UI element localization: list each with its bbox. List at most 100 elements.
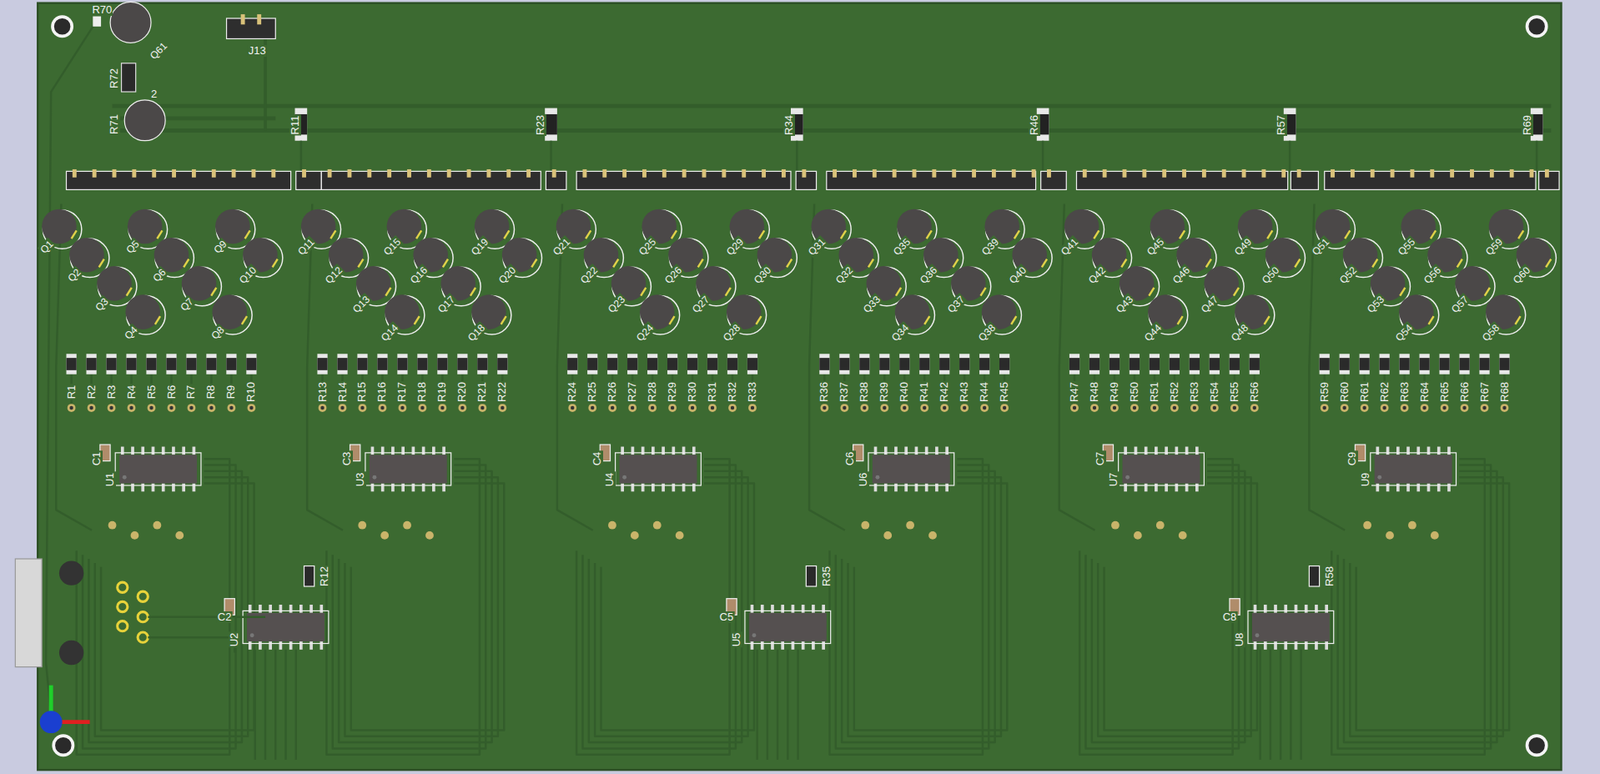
ic-outline [744,610,831,644]
header-pin [151,169,156,178]
resistor-body [105,357,116,371]
resistor-body [879,357,890,371]
transistor-flat [416,230,422,239]
reference-designator: R10 [245,381,257,403]
ic-pin [1416,483,1420,493]
header-pin [271,169,276,178]
via [340,406,344,410]
transistor-flat [640,287,646,297]
header-pin [1202,169,1207,178]
via [229,406,233,410]
mounting-hole [1528,737,1545,755]
reference-designator: R25 [586,381,599,403]
via [960,403,969,413]
ic-pin [692,447,696,456]
header-pin [1082,169,1087,178]
ic-pin [821,641,826,650]
reference-designator: Q31 [805,235,828,258]
ic-pin [760,604,765,614]
ic-pin [248,604,252,614]
transistor-flat [211,287,217,297]
resistor-body [357,357,368,371]
pcb-trace [841,471,995,743]
reference-designator: C1 [90,451,103,468]
reference-designator: R18 [416,381,428,403]
via [380,406,384,410]
via [1420,403,1429,413]
ic-pin [319,641,323,650]
resistor-body [1438,353,1450,374]
ic-pin [442,447,446,456]
header-pin [347,169,353,178]
reference-designator: Q16 [407,264,430,287]
via [127,403,136,413]
ic-pin [692,483,696,493]
reference-designator: R17 [396,381,408,403]
resistor-body [707,353,718,374]
via [247,403,257,413]
ic-pin [432,447,436,456]
ic-pin [631,447,635,456]
reference-designator: R4 [125,383,138,400]
transistor-flat [501,316,507,325]
reference-designator: C6 [844,451,856,468]
header-pin [682,169,687,178]
pcb-trace [1086,465,1239,750]
ic-pin1 [622,475,627,480]
via [357,521,367,530]
header-pin [1142,169,1147,178]
transistor-flat [1294,259,1300,268]
ic-pin [130,447,135,456]
ic-pin [1195,483,1199,493]
ic-pin [268,604,272,614]
resistor-body [105,353,116,374]
ic-pin [1294,604,1299,614]
ic-pin [811,641,816,650]
ic-pin [1324,641,1329,650]
ic-pin [884,483,888,493]
pcb-board [37,3,1561,770]
via [320,406,324,410]
reference-designator: R71 [108,113,121,136]
via [1072,406,1077,410]
ic-pin [750,604,755,614]
reference-designator: R42 [938,381,951,403]
ic-pin1 [250,633,255,638]
pin-header [1041,171,1067,190]
ic-body [618,454,697,484]
ic-pin [760,641,765,650]
resistor-body [92,16,101,27]
ic-pin [1253,604,1258,614]
ic-pin [161,483,166,493]
header-pin [702,169,707,178]
ic-pin [631,483,635,493]
transistor-flat [1399,287,1405,297]
pcb-trace [88,471,242,743]
header-pin [301,169,307,178]
ic-outline [868,452,955,486]
via [842,406,846,410]
pcb-trace [95,477,248,737]
via [129,406,133,410]
ic-pin [620,483,624,493]
transistor-flat [1484,287,1490,297]
via [1130,403,1139,413]
via [67,403,76,413]
via [175,531,184,540]
reference-designator: R22 [496,381,509,403]
reference-designator: Q26 [662,264,685,287]
reference-designator: R61 [1358,381,1371,403]
ic-pin [171,483,176,493]
pcb-trace [1079,458,1233,755]
reference-designator: Q5 [123,237,143,257]
transistor-flat [1344,230,1350,239]
ic-pin [258,641,262,650]
resistor-body [85,357,96,371]
ic-pin [422,447,426,456]
reference-designator: R20 [456,381,468,403]
transistor-flat [272,259,278,268]
reference-designator: Q20 [495,264,519,287]
resistor-body [186,353,197,374]
via [1400,403,1409,413]
resistor-body [457,357,468,371]
